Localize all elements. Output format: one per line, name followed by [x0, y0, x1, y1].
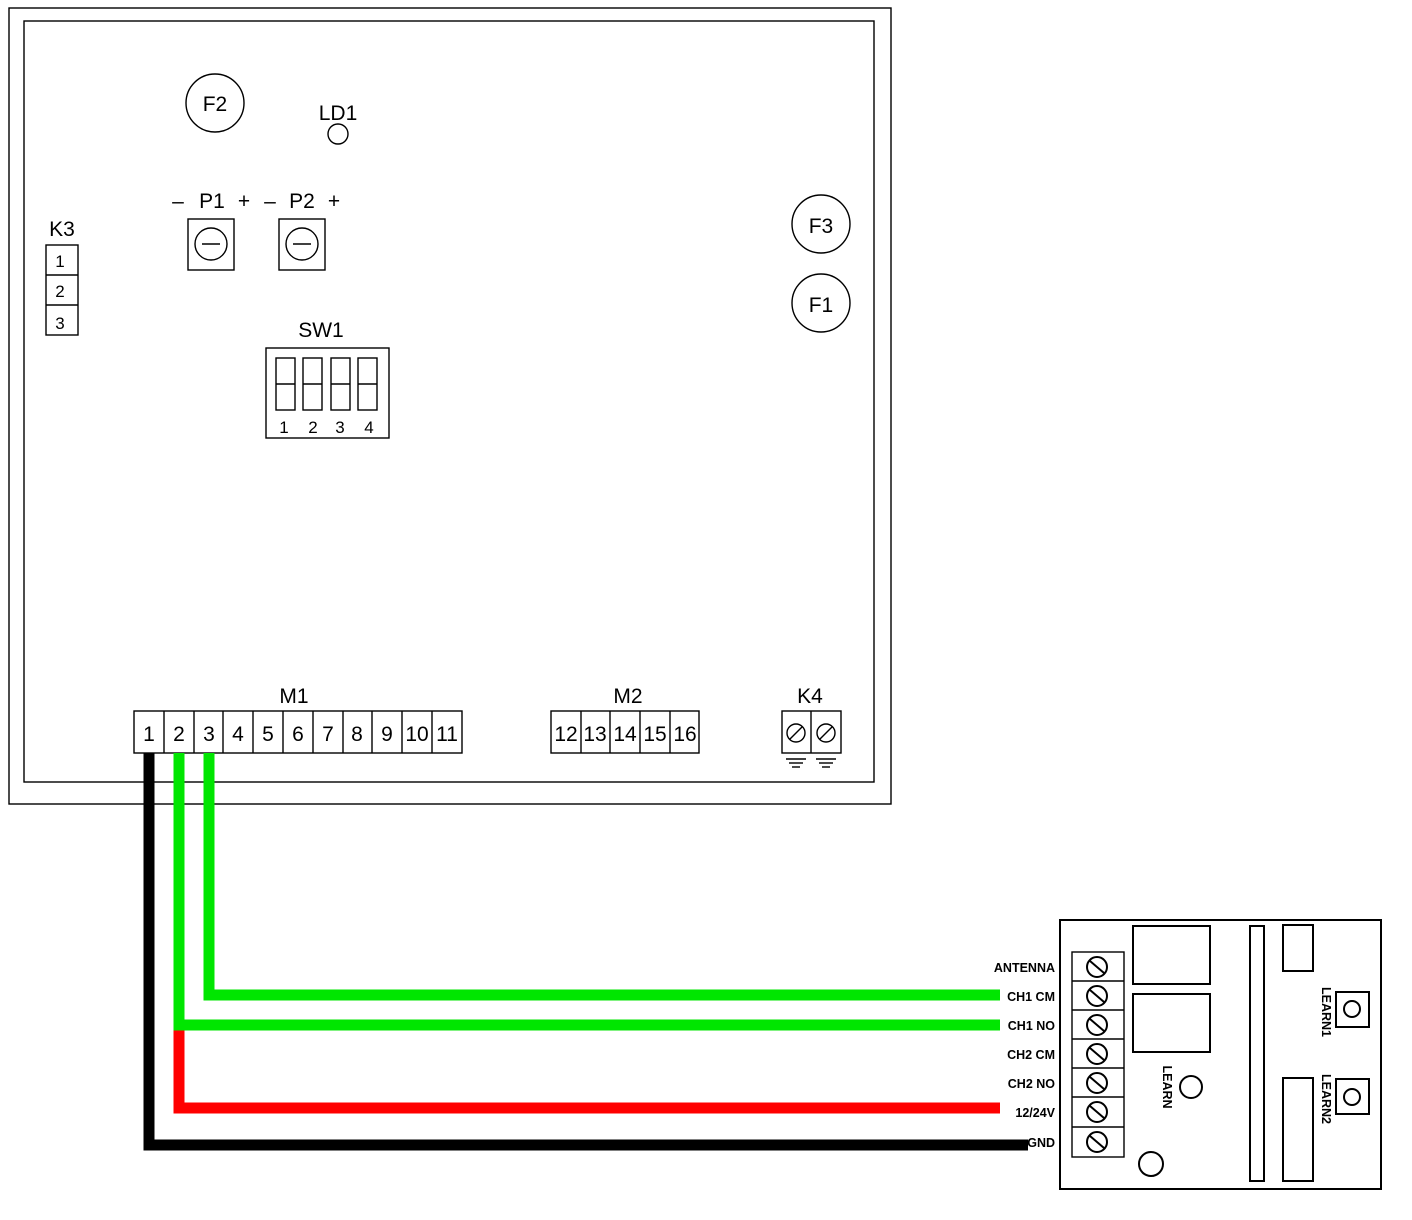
- terminal-label-12-24v: 12/24V: [1015, 1106, 1055, 1120]
- terminal-label-ch2-no: CH2 NO: [1008, 1077, 1056, 1091]
- k4-screw-1: [786, 723, 806, 743]
- relay-2: [1132, 993, 1211, 1053]
- screw-ch2-cm: [1086, 1043, 1108, 1065]
- m1-terminal-10: 10: [405, 723, 428, 746]
- m2-terminal-14: 14: [613, 723, 637, 746]
- m1-terminal-9: 9: [381, 723, 393, 746]
- m1-terminal-8: 8: [351, 723, 363, 746]
- k3-label: K3: [49, 218, 75, 241]
- relay-1: [1132, 925, 1211, 985]
- screw-ch1-cm: [1086, 985, 1108, 1007]
- m1-terminal-3: 3: [203, 723, 215, 746]
- learn-label: LEARN: [1160, 1065, 1174, 1108]
- screw-gnd: [1086, 1131, 1108, 1153]
- sw1-switch-2[interactable]: [302, 357, 323, 411]
- fuse-f1-label: F1: [809, 294, 834, 317]
- wire-red-12-24v: [173, 753, 1000, 1114]
- dip-switch-sw1[interactable]: SW1 1 2 3 4: [265, 319, 390, 439]
- connector-k4: K4: [781, 685, 842, 768]
- m2-terminal-12: 12: [554, 723, 577, 746]
- sw1-pin-4: 4: [364, 418, 373, 437]
- m1-terminal-1: 1: [143, 723, 155, 746]
- m1-terminal-5: 5: [262, 723, 274, 746]
- m2-terminal-15: 15: [643, 723, 666, 746]
- m1-label: M1: [279, 685, 308, 708]
- m1-terminal-4: 4: [232, 723, 244, 746]
- sw1-switch-3[interactable]: [330, 357, 351, 411]
- earth-ground-icon: [786, 758, 836, 768]
- fuse-f1: F1: [791, 273, 851, 333]
- sw1-pin-1: 1: [279, 418, 288, 437]
- terminal-block-m1: M1 1 2 3 4 5 6 7 8 9 10 11: [133, 685, 463, 754]
- m2-terminal-13: 13: [583, 723, 606, 746]
- board-inner-frame: [23, 20, 875, 783]
- trimmer-p2[interactable]: – P2 +: [264, 190, 340, 271]
- terminal-label-ch1-cm: CH1 CM: [1007, 990, 1055, 1004]
- receiver-mount-hole: [1138, 1151, 1164, 1177]
- receiver-chip-top: [1282, 924, 1314, 972]
- fuse-f3-label: F3: [809, 215, 834, 238]
- m1-terminal-2: 2: [173, 723, 185, 746]
- p1-label: P1: [199, 190, 225, 213]
- wire-black-gnd: [143, 753, 1028, 1151]
- p1-plus-label: +: [238, 190, 250, 213]
- k3-pin-1: 1: [55, 252, 64, 271]
- connector-k3: K3 1 2 3: [45, 218, 79, 336]
- trimmer-p1[interactable]: – P1 +: [172, 190, 250, 271]
- p2-label: P2: [289, 190, 315, 213]
- m2-label: M2: [613, 685, 642, 708]
- fuse-f2-label: F2: [203, 93, 228, 116]
- receiver-terminal-screws: [1086, 956, 1108, 1153]
- fuse-f2: F2: [185, 73, 245, 133]
- learn1-button[interactable]: LEARN1: [1319, 987, 1370, 1037]
- terminal-label-antenna: ANTENNA: [994, 961, 1055, 975]
- sw1-pin-2: 2: [308, 418, 317, 437]
- sw1-pin-3: 3: [335, 418, 344, 437]
- wire-green-ch1-no: [173, 753, 1000, 1031]
- k3-pin-3: 3: [55, 314, 64, 333]
- sw1-label: SW1: [298, 319, 344, 342]
- receiver-chip-bottom: [1282, 1077, 1314, 1182]
- p2-minus-label: –: [264, 190, 276, 213]
- terminal-label-ch2-cm: CH2 CM: [1007, 1048, 1055, 1062]
- receiver-terminal-labels: ANTENNA CH1 CM CH1 NO CH2 CM CH2 NO 12/2…: [994, 961, 1056, 1150]
- receiver-board-slot: [1249, 925, 1265, 1182]
- m2-terminal-16: 16: [673, 723, 696, 746]
- learn2-button[interactable]: LEARN2: [1319, 1074, 1370, 1124]
- k4-label: K4: [797, 685, 823, 708]
- m1-terminal-6: 6: [292, 723, 304, 746]
- learn2-label: LEARN2: [1319, 1074, 1333, 1124]
- k4-screw-2: [816, 723, 836, 743]
- receiver-module: LEARN LEARN1 LEARN2: [1059, 919, 1382, 1190]
- led-ld1-label: LD1: [319, 102, 358, 125]
- screw-ch1-no: [1086, 1014, 1108, 1036]
- board-outer-frame: [8, 7, 892, 805]
- terminal-label-gnd: GND: [1027, 1136, 1055, 1150]
- wire-green-ch1-cm: [203, 753, 1000, 1001]
- led-ld1: LD1: [319, 102, 358, 145]
- sw1-switch-1[interactable]: [275, 357, 296, 411]
- p2-plus-label: +: [328, 190, 340, 213]
- terminal-label-ch1-no: CH1 NO: [1008, 1019, 1056, 1033]
- screw-ch2-no: [1086, 1072, 1108, 1094]
- learn1-label: LEARN1: [1319, 987, 1333, 1037]
- m1-terminal-11: 11: [436, 723, 458, 746]
- p1-minus-label: –: [172, 190, 184, 213]
- sw1-switch-4[interactable]: [357, 357, 378, 411]
- screw-12-24v: [1086, 1101, 1108, 1123]
- screw-antenna: [1086, 956, 1108, 978]
- learn-button[interactable]: LEARN: [1160, 1065, 1203, 1109]
- m1-terminal-7: 7: [322, 723, 334, 746]
- fuse-f3: F3: [791, 194, 851, 254]
- k3-pin-2: 2: [55, 282, 64, 301]
- terminal-block-m2: M2 12 13 14 15 16: [550, 685, 700, 754]
